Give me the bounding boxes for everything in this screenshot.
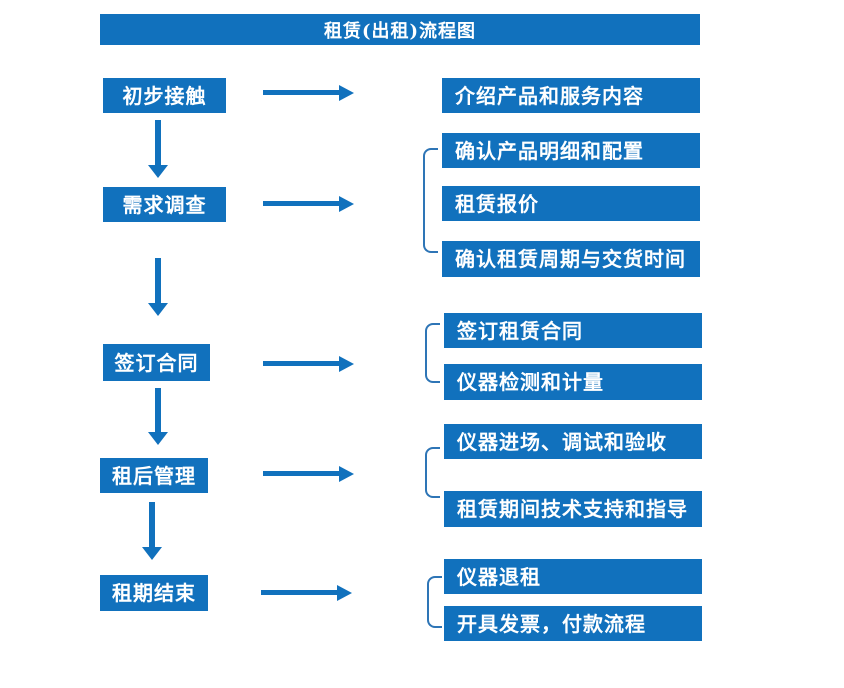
item-box-sign-rental-contract: 签订租赁合同 xyxy=(444,313,702,348)
item-box-invoice-payment: 开具发票，付款流程 xyxy=(444,606,702,641)
page-title: 租赁(出租)流程图 xyxy=(323,20,477,42)
right-arrow-icon xyxy=(263,90,339,95)
item-box-instrument-entry: 仪器进场、调试和验收 xyxy=(444,424,702,459)
step-box-demand-survey: 需求调查 xyxy=(103,187,226,222)
right-arrow-icon xyxy=(263,361,339,366)
step-box-initial-contact: 初步接触 xyxy=(103,78,226,113)
down-arrow-icon xyxy=(149,502,155,547)
bracket-connector xyxy=(425,323,440,383)
right-arrow-icon xyxy=(261,590,337,595)
bracket-connector xyxy=(423,148,438,253)
step-box-post-rental-management: 租后管理 xyxy=(100,458,208,493)
item-box-confirm-rental-period: 确认租赁周期与交货时间 xyxy=(442,241,700,277)
down-arrow-icon xyxy=(155,388,161,432)
item-box-instrument-inspection: 仪器检测和计量 xyxy=(444,364,702,400)
item-box-instrument-return: 仪器退租 xyxy=(444,559,702,594)
bracket-connector xyxy=(425,447,440,498)
right-arrow-icon xyxy=(263,471,339,476)
item-box-rental-quote: 租赁报价 xyxy=(442,186,700,221)
down-arrow-icon xyxy=(155,120,161,165)
right-arrow-icon xyxy=(263,201,339,206)
title-bar: 租赁(出租)流程图 xyxy=(100,14,700,45)
item-box-introduce-products: 介绍产品和服务内容 xyxy=(442,78,700,113)
step-box-rental-end: 租期结束 xyxy=(100,575,208,611)
item-box-tech-support: 租赁期间技术支持和指导 xyxy=(444,491,702,527)
step-box-sign-contract: 签订合同 xyxy=(103,344,210,381)
bracket-connector xyxy=(427,576,442,628)
item-box-confirm-product-details: 确认产品明细和配置 xyxy=(442,133,700,168)
down-arrow-icon xyxy=(155,258,161,303)
